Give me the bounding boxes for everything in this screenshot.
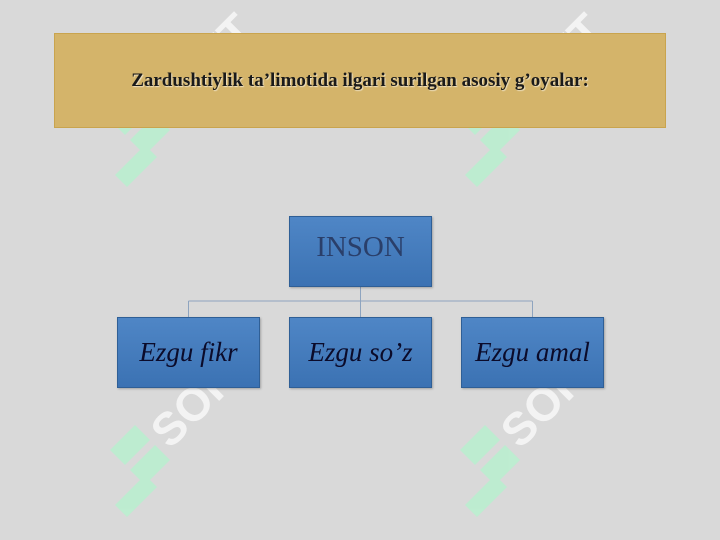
page-title: Zardushtiylik ta’limotida ilgari surilga… xyxy=(131,69,589,91)
title-banner: Zardushtiylik ta’limotida ilgari surilga… xyxy=(54,33,666,128)
node-ezgu-soz-label: Ezgu so’z xyxy=(308,337,413,367)
node-inson-label: INSON xyxy=(316,231,405,263)
node-ezgu-fikr-label: Ezgu fikr xyxy=(139,337,238,367)
node-ezgu-fikr: Ezgu fikr xyxy=(117,317,260,388)
node-inson: INSON xyxy=(289,216,432,287)
node-ezgu-soz: Ezgu so’z xyxy=(289,317,432,388)
node-ezgu-amal-label: Ezgu amal xyxy=(475,337,590,367)
node-ezgu-amal: Ezgu amal xyxy=(461,317,604,388)
